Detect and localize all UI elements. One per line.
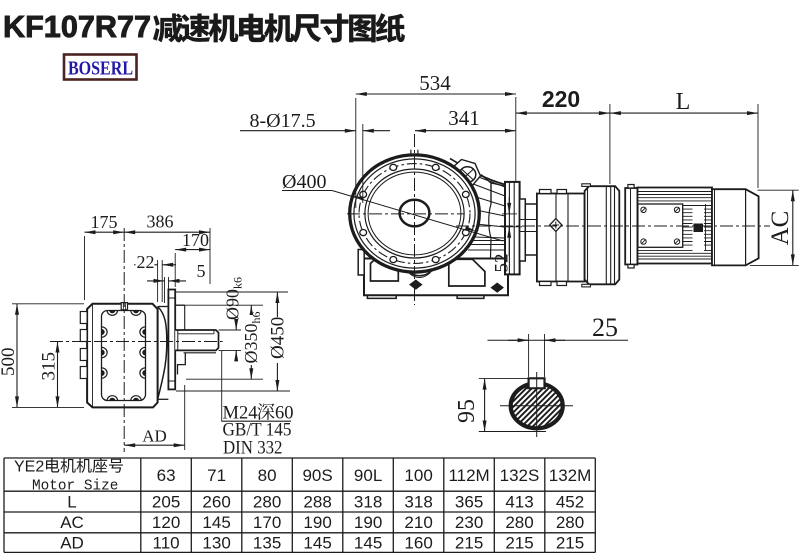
svg-text:GB/T 145: GB/T 145	[223, 420, 292, 441]
svg-text:135: 135	[253, 533, 281, 552]
svg-text:145: 145	[354, 533, 382, 552]
svg-text:452: 452	[556, 493, 584, 512]
svg-text:145: 145	[303, 533, 331, 552]
svg-text:280: 280	[556, 513, 584, 532]
svg-text:215: 215	[556, 533, 584, 552]
svg-text:22: 22	[137, 252, 155, 272]
svg-text:413: 413	[505, 493, 533, 512]
svg-text:132S: 132S	[500, 466, 540, 485]
svg-text:5: 5	[197, 261, 206, 281]
svg-text:318: 318	[404, 493, 432, 512]
svg-text:M24: M24	[223, 404, 258, 424]
svg-text:145: 145	[202, 513, 230, 532]
svg-text:120: 120	[152, 513, 180, 532]
svg-text:52: 52	[492, 254, 513, 273]
svg-text:170: 170	[253, 513, 281, 532]
svg-text:534: 534	[419, 71, 451, 95]
svg-text:AD: AD	[60, 533, 84, 552]
svg-text:DIN 332: DIN 332	[223, 438, 283, 459]
svg-text:Ø350h6: Ø350h6	[241, 312, 263, 364]
svg-text:90L: 90L	[354, 466, 382, 485]
svg-text:160: 160	[404, 533, 432, 552]
svg-text:220: 220	[542, 86, 580, 112]
svg-text:YE2: YE2	[14, 459, 44, 476]
svg-text:190: 190	[354, 513, 382, 532]
svg-text:60: 60	[275, 404, 294, 424]
svg-text:AC: AC	[60, 513, 84, 532]
svg-text:KF107R77: KF107R77	[3, 10, 151, 44]
svg-text:215: 215	[505, 533, 533, 552]
svg-text:318: 318	[354, 493, 382, 512]
svg-text:AD: AD	[142, 427, 167, 446]
svg-text:315: 315	[39, 352, 60, 381]
svg-text:341: 341	[448, 106, 480, 130]
svg-text:500: 500	[0, 348, 19, 377]
svg-text:175: 175	[91, 212, 118, 232]
svg-text:205: 205	[152, 493, 180, 512]
svg-text:260: 260	[202, 493, 230, 512]
svg-text:95: 95	[454, 399, 480, 423]
svg-text:365: 365	[455, 493, 483, 512]
svg-text:AC: AC	[767, 211, 794, 246]
svg-text:Ø400: Ø400	[282, 171, 326, 193]
svg-text:90S: 90S	[302, 466, 332, 485]
svg-text:190: 190	[303, 513, 331, 532]
svg-text:L: L	[67, 493, 76, 512]
svg-text:Motor Size: Motor Size	[32, 479, 118, 495]
svg-text:63: 63	[157, 466, 176, 485]
svg-text:BOSERL: BOSERL	[68, 58, 133, 80]
svg-text:288: 288	[303, 493, 331, 512]
svg-text:80: 80	[258, 466, 277, 485]
svg-text:170: 170	[182, 230, 209, 250]
svg-text:8-Ø17.5: 8-Ø17.5	[250, 110, 316, 132]
svg-text:280: 280	[505, 513, 533, 532]
svg-text:130: 130	[202, 533, 230, 552]
svg-text:Ø450: Ø450	[268, 317, 289, 359]
svg-text:386: 386	[147, 212, 174, 232]
svg-text:L: L	[676, 89, 691, 115]
svg-text:110: 110	[153, 533, 180, 552]
svg-text:280: 280	[253, 493, 281, 512]
svg-text:132M: 132M	[549, 466, 592, 485]
svg-text:230: 230	[455, 513, 483, 532]
svg-text:71: 71	[207, 466, 226, 485]
svg-text:215: 215	[455, 533, 483, 552]
svg-text:210: 210	[404, 513, 432, 532]
svg-text:25: 25	[592, 313, 618, 342]
svg-text:100: 100	[404, 466, 432, 485]
svg-text:112M: 112M	[448, 466, 489, 485]
